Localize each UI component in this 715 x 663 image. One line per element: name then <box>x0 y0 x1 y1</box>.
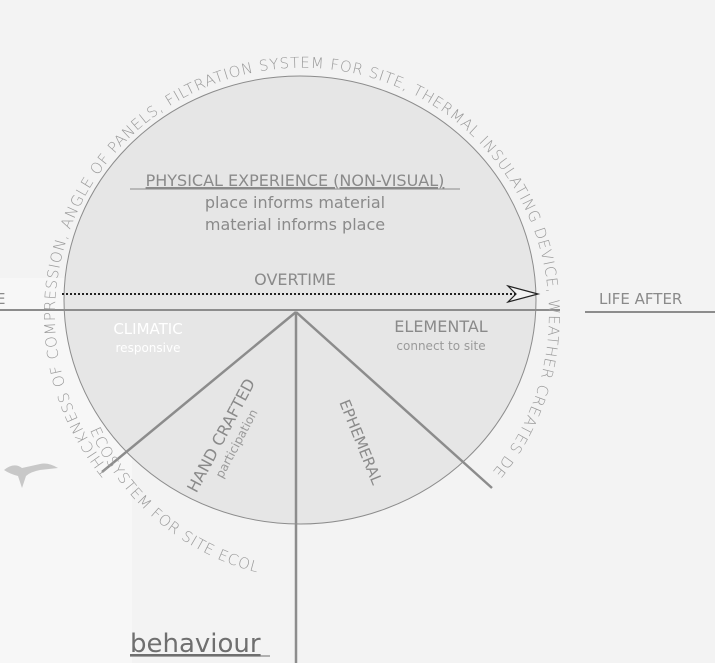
physical-experience-line2: material informs place <box>205 215 385 234</box>
physical-experience-title: PHYSICAL EXPERIENCE (NON-VISUAL) <box>146 171 445 190</box>
spoke-right <box>295 311 493 489</box>
climatic-title: CLIMATIC <box>113 320 182 338</box>
behaviour-label: behaviour <box>130 629 261 659</box>
spoke-left <box>101 311 297 473</box>
elemental-subtitle: connect to site <box>396 339 485 353</box>
climatic-subtitle: responsive <box>116 341 181 355</box>
physical-experience-line1: place informs material <box>205 193 385 212</box>
elemental-title: ELEMENTAL <box>394 317 487 336</box>
experience-ellipse <box>63 75 537 525</box>
overtime-label: OVERTIME <box>254 270 336 289</box>
bird-silhouette <box>4 463 58 488</box>
left-edge-label: E <box>0 290 5 308</box>
overtime-arrow-head <box>505 284 541 304</box>
life-after-label: LIFE AFTER <box>599 290 682 308</box>
